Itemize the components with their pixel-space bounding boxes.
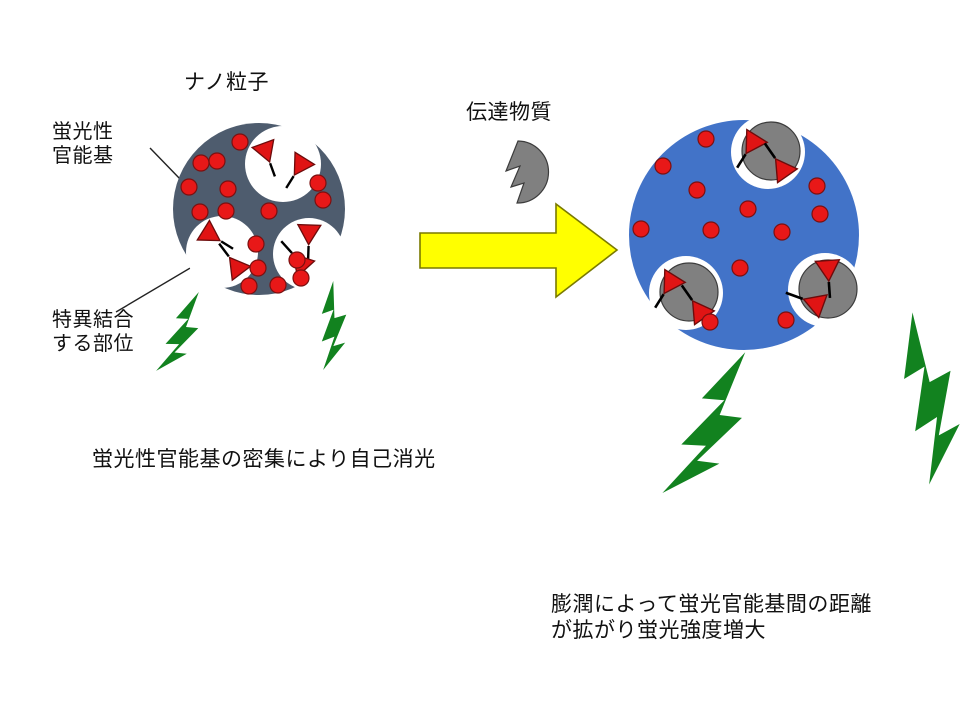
right-lightning-bolt-1 bbox=[662, 342, 754, 505]
fluorophore-dot bbox=[688, 181, 706, 199]
nanoparticle-title-label: ナノ粒子 bbox=[184, 71, 269, 94]
core-arrow bbox=[785, 287, 828, 319]
core-arrow bbox=[763, 142, 798, 184]
fluorophore-dot bbox=[777, 311, 795, 329]
fluorophore-annotation-label: 蛍光性 官能基 bbox=[52, 121, 114, 168]
fluorophore-dot bbox=[288, 251, 306, 269]
fluorophore-dot bbox=[702, 221, 720, 239]
fluorophore-dot bbox=[808, 177, 826, 195]
fluorophore-dot bbox=[180, 178, 198, 196]
core-arrow bbox=[653, 268, 686, 309]
fluorophore-dot bbox=[240, 277, 258, 295]
fluorophore-dot bbox=[292, 269, 310, 287]
fluorophore-dot bbox=[739, 200, 757, 218]
core-arrow bbox=[735, 128, 768, 169]
left-lightning-bolt-2 bbox=[302, 279, 358, 371]
fluorophore-dot bbox=[208, 152, 226, 170]
pocket-arrow bbox=[283, 151, 316, 189]
pocket-arrow bbox=[218, 242, 252, 281]
fluorophore-dot bbox=[773, 223, 791, 241]
transmitter-molecule-icon bbox=[504, 140, 550, 204]
core-arrow bbox=[680, 284, 715, 326]
fluorophore-dot bbox=[309, 174, 327, 192]
fluorophore-dot bbox=[632, 220, 650, 238]
fluorophore-dot bbox=[654, 157, 672, 175]
fluorophore-dot bbox=[731, 259, 749, 277]
core-arrow bbox=[814, 259, 842, 299]
left-lightning-bolt-1 bbox=[156, 287, 204, 376]
fluorophore-dot bbox=[217, 202, 235, 220]
transmitter-title-label: 伝達物質 bbox=[466, 101, 552, 124]
binding-pocket bbox=[186, 216, 258, 288]
right-lightning-bolt-2 bbox=[858, 308, 960, 485]
fluorophore-dots-compact bbox=[180, 133, 332, 295]
fluorophore-dot bbox=[247, 235, 265, 253]
pocket-arrow bbox=[280, 240, 316, 278]
process-arrow-group bbox=[419, 202, 619, 299]
process-arrow-icon bbox=[419, 202, 619, 299]
fluorophore-dot bbox=[231, 133, 249, 151]
fluorophore-dots-swollen bbox=[632, 130, 829, 331]
caption-swelling-enhancement: 膨潤によって蛍光官能基間の距離 が拡がり蛍光強度増大 bbox=[551, 593, 872, 642]
fluorophore-dot bbox=[697, 130, 715, 148]
fluorophore-dot bbox=[314, 191, 332, 209]
pocket-arrow bbox=[296, 223, 322, 261]
fluorophore-dot bbox=[219, 180, 237, 198]
fluorophore-dot bbox=[811, 205, 829, 223]
caption-self-quenching: 蛍光性官能基の密集により自己消光 bbox=[92, 448, 436, 471]
right-nanoparticle-group bbox=[629, 115, 960, 505]
binding-site-annotation-label: 特異結合 する部位 bbox=[52, 309, 134, 356]
fluorophore-dot bbox=[249, 259, 267, 277]
transmitter-molecule-group bbox=[504, 140, 550, 204]
pocket-arrow bbox=[251, 138, 282, 177]
fluorophore-dot bbox=[269, 276, 287, 294]
fluorophore-dot bbox=[192, 154, 210, 172]
fluorophore-dot bbox=[701, 313, 719, 331]
pocket-arrow bbox=[196, 219, 234, 252]
fluorophore-dot bbox=[260, 202, 278, 220]
left-nanoparticle-group bbox=[115, 123, 358, 376]
fluorophore-dot bbox=[191, 203, 209, 221]
